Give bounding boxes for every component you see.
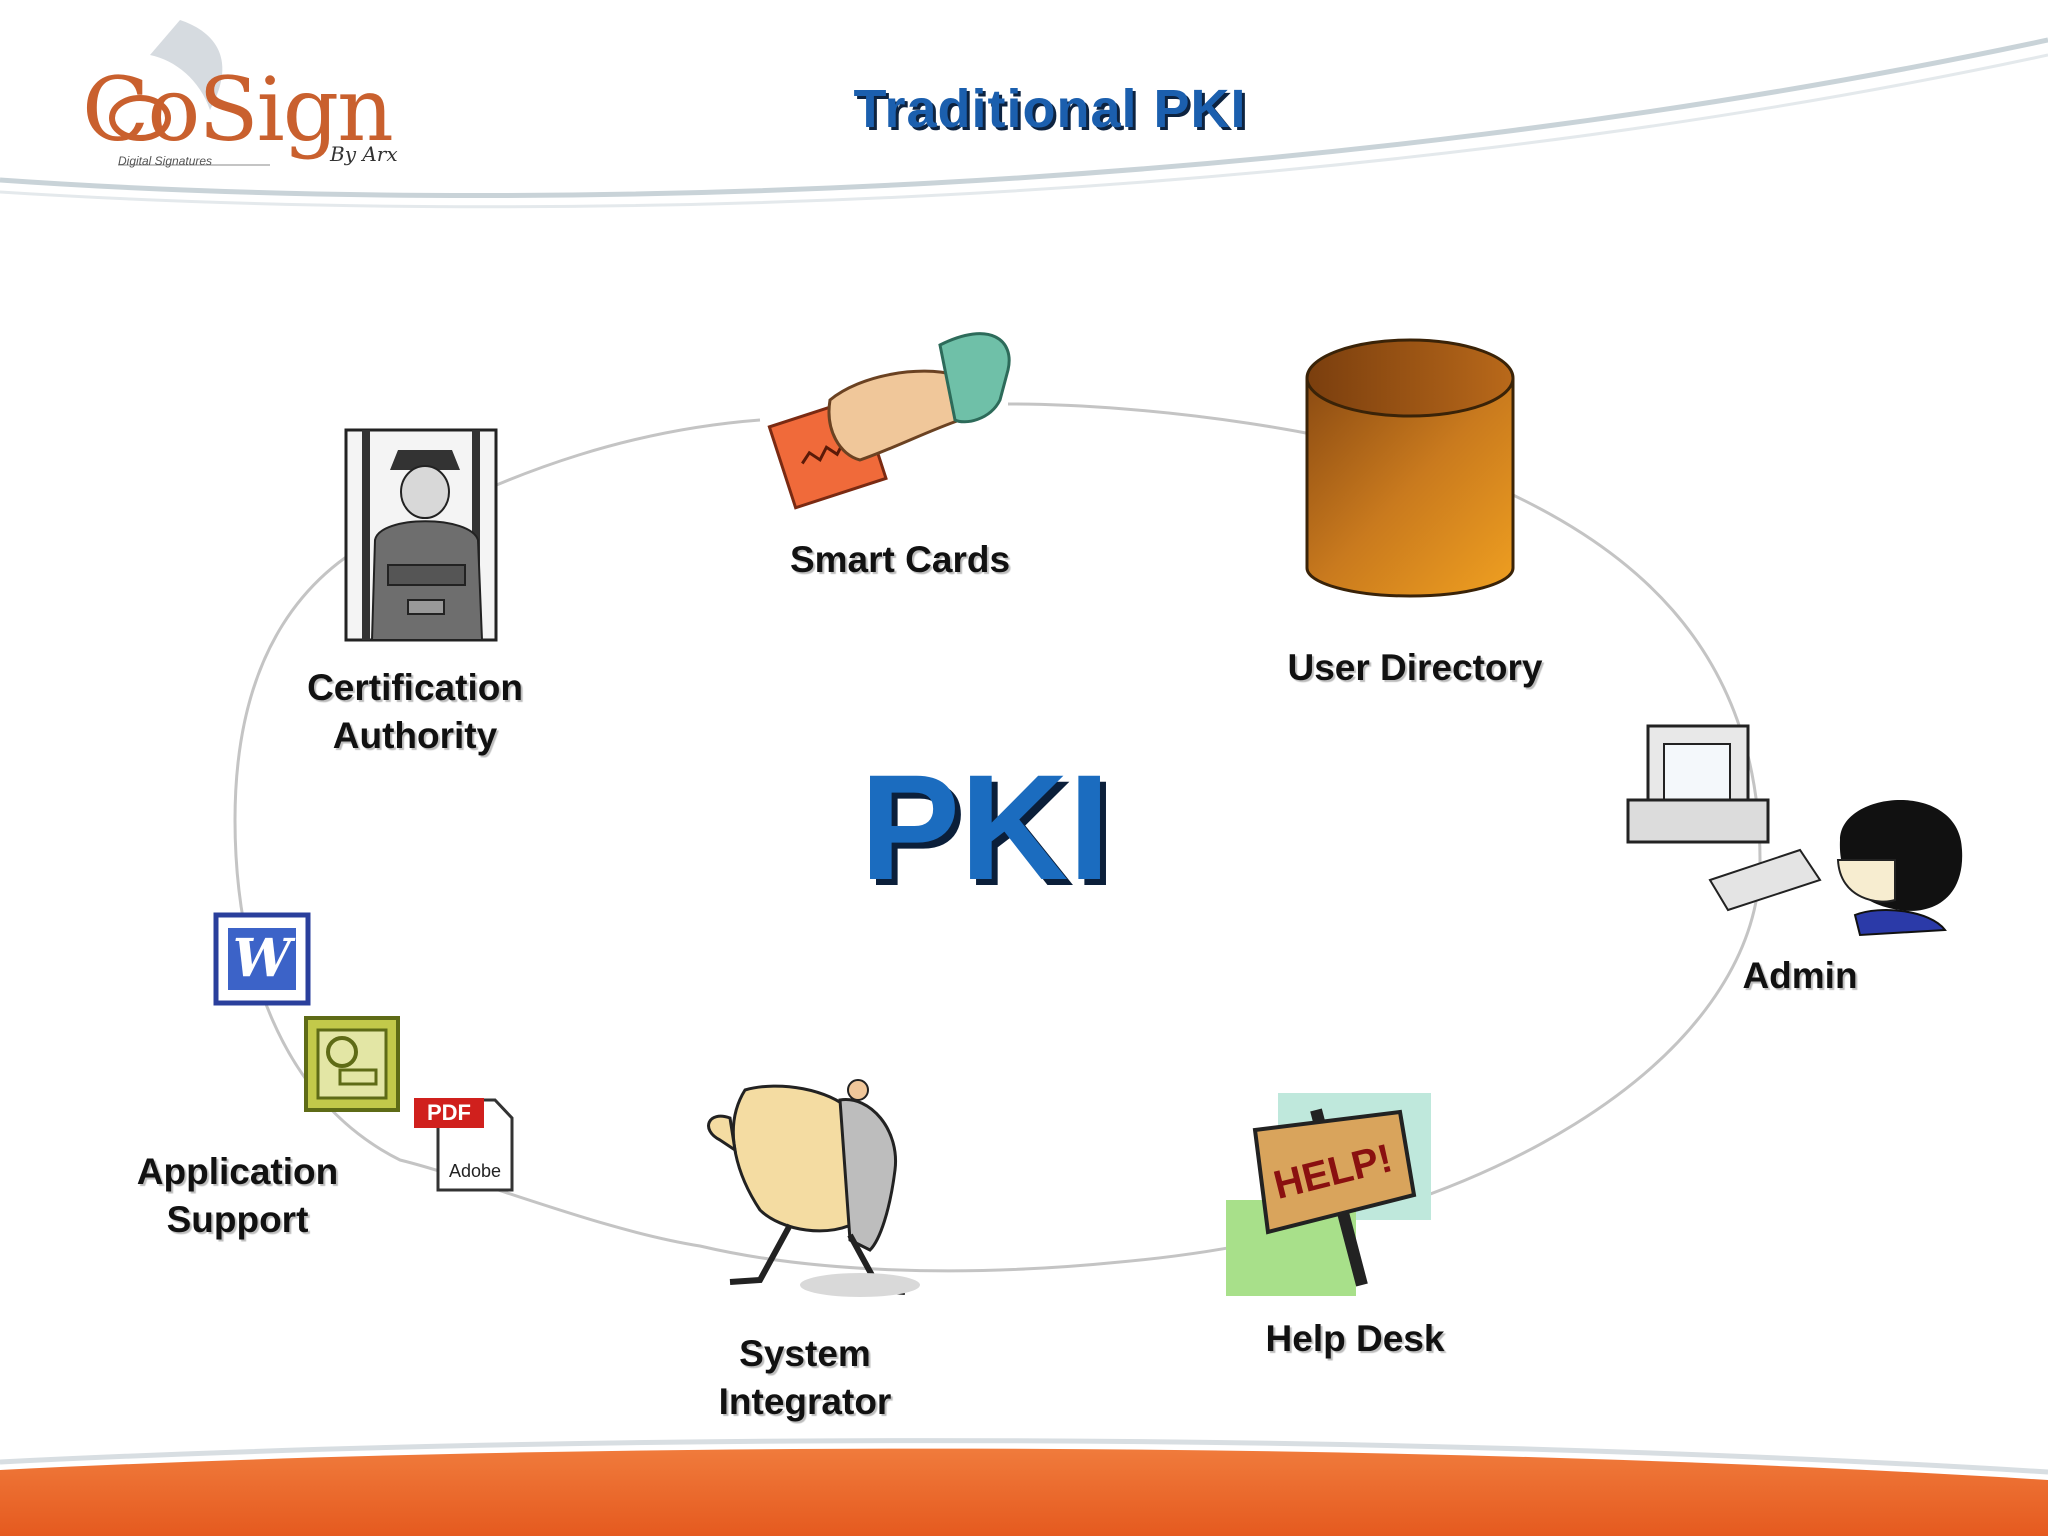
label-user-directory: User Directory xyxy=(1287,647,1543,688)
label-admin: Admin xyxy=(1742,955,1858,996)
help-sign-icon xyxy=(1226,1093,1431,1296)
admin-person-icon xyxy=(1836,800,1963,937)
label-certification-authority: Certification Authority xyxy=(307,667,523,756)
footer-band xyxy=(0,1448,2048,1536)
header-swoosh xyxy=(0,37,2048,199)
security-guard-icon xyxy=(344,428,498,642)
logo-tagline: Digital Signatures xyxy=(118,154,213,168)
puzzle-carrier-icon xyxy=(707,1079,920,1297)
label-smart-cards: Smart Cards xyxy=(789,539,1011,580)
center-pki-label: PKI xyxy=(859,743,1111,911)
pki-ring xyxy=(233,402,1762,1273)
word-letter: W xyxy=(232,928,292,989)
admin-computer-icon xyxy=(1626,724,1822,912)
cosign-logo-graphic xyxy=(109,20,270,166)
footer-swoosh xyxy=(0,1438,2048,1475)
pdf-label: PDF xyxy=(427,1100,471,1125)
pdf-document-icon xyxy=(414,1098,514,1192)
cosign-logo: CoSign xyxy=(82,58,394,161)
word-document-icon xyxy=(213,912,311,1006)
label-help-desk: Help Desk xyxy=(1265,1318,1445,1359)
database-cylinder-icon xyxy=(1305,338,1515,598)
page-title: Traditional PKI xyxy=(853,79,1247,139)
adobe-label: Adobe xyxy=(448,1161,502,1181)
label-system-integrator: System Integrator xyxy=(718,1333,892,1422)
header-swoosh-light xyxy=(0,53,2048,209)
outlook-calendar-icon xyxy=(304,1016,400,1112)
label-application-support: Application Support xyxy=(136,1151,339,1240)
smart-card-icon xyxy=(767,332,1011,510)
logo-by-arx: By Arx xyxy=(330,142,398,166)
